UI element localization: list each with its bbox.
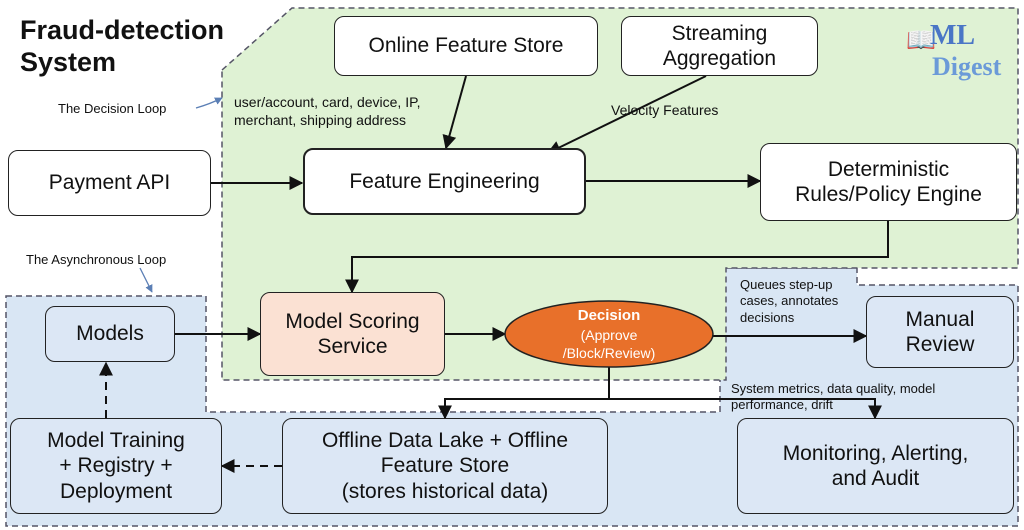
model-training-node: Model Training + Registry + Deployment (10, 418, 222, 514)
arrow-decision-to-offline-lake (438, 398, 609, 420)
logo-text-ml: ML (930, 20, 976, 51)
decision-loop-pointer (195, 97, 223, 109)
manual-review-node: Manual Review (866, 296, 1014, 368)
decision-loop-label: The Decision Loop (58, 101, 167, 116)
offline-data-lake-node: Offline Data Lake + Offline Feature Stor… (282, 418, 608, 514)
logo-text-digest: Digest (932, 52, 1002, 81)
async-loop-pointer (139, 267, 153, 293)
async-loop-label: The Asynchronous Loop (26, 252, 167, 267)
models-node: Models (45, 306, 175, 362)
decision-loop-region (221, 7, 1019, 381)
page-title: Fraud-detection System (20, 15, 225, 78)
feature-engineering-node: Feature Engineering (303, 148, 586, 215)
online-feature-store-node: Online Feature Store (334, 16, 598, 76)
arrow-rules-to-scoring (345, 221, 889, 294)
rules-engine-node: Deterministic Rules/Policy Engine (760, 143, 1017, 221)
payment-api-node: Payment API (8, 150, 211, 216)
decision-label-group: Decision (Approve /Block/Review) (505, 301, 713, 367)
queues-edge-label: Queues step-up cases, annotates decision… (740, 277, 839, 325)
decision-options: (Approve /Block/Review) (562, 326, 656, 361)
arrow-streaming-to-feature-eng (546, 75, 707, 154)
ml-digest-logo: 📖 ML Digest (904, 20, 1004, 88)
decision-title: Decision (577, 307, 641, 325)
book-icon: 📖 (906, 28, 936, 54)
arrow-decision-to-monitoring (609, 398, 882, 420)
online-features-edge-label: user/account, card, device, IP, merchant… (234, 94, 421, 128)
monitoring-node: Monitoring, Alerting, and Audit (737, 418, 1014, 514)
metrics-edge-label: System metrics, data quality, model perf… (731, 381, 936, 413)
velocity-edge-label: Velocity Features (611, 102, 719, 118)
model-scoring-node: Model Scoring Service (260, 292, 445, 376)
arrow-online-store-to-feature-eng (442, 75, 467, 150)
streaming-aggregation-node: Streaming Aggregation (621, 16, 818, 76)
decision-node (504, 300, 714, 368)
